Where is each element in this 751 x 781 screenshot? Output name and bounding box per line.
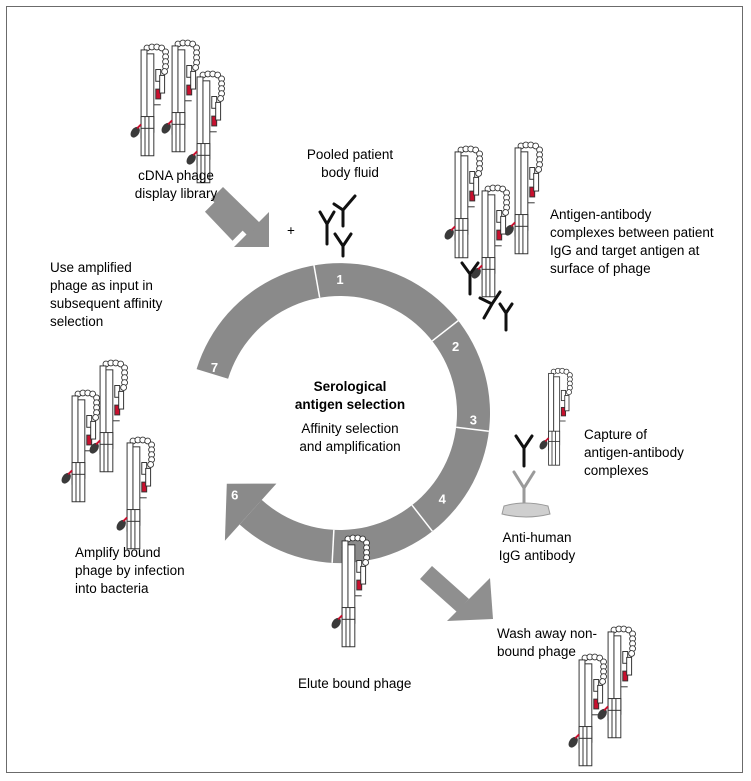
segment-number-3: 3	[470, 412, 477, 427]
phage-icon	[565, 653, 608, 767]
label-pooled: Pooled patient body fluid	[306, 147, 394, 180]
complex-phage-group	[441, 141, 544, 298]
wash-arrow-head	[447, 578, 493, 621]
label-use-amplified: Use amplified phage as input in subseque…	[50, 260, 163, 329]
phage-icon	[536, 367, 574, 467]
phage-icon	[113, 436, 156, 550]
center-title: Serological antigen selection	[294, 379, 406, 412]
label-elute: Elute bound phage	[298, 676, 412, 691]
antibody-icon	[333, 232, 353, 258]
label-wash: Wash away non- bound phage	[497, 626, 598, 659]
library-phage-group	[127, 39, 226, 184]
segment-dividers	[201, 265, 489, 563]
segment-divider	[331, 529, 335, 563]
capture-antibody-assembly	[501, 434, 551, 518]
pooled-antibodies	[318, 194, 357, 258]
segment-number-7: 7	[211, 360, 218, 375]
antibody-icon	[498, 302, 514, 332]
label-plus: +	[287, 223, 295, 238]
wash-arrow-shaft	[420, 566, 469, 612]
selection-cycle-ring: 1234567	[196, 263, 491, 564]
segment-number-4: 4	[439, 491, 447, 506]
segment-divider	[431, 320, 459, 342]
bound-antibody-icon	[514, 434, 534, 468]
label-capture: Capture of antigen-antibody complexes	[584, 427, 684, 478]
amplified-phage-group	[58, 359, 156, 550]
captured-phage	[536, 367, 574, 467]
solid-support	[501, 502, 551, 518]
label-amplify: Amplify bound phage by infection into ba…	[75, 545, 185, 596]
segment-number-2: 2	[452, 339, 459, 354]
segment-divider	[456, 426, 489, 433]
antibody-icon	[478, 290, 502, 320]
complex-antibodies	[460, 261, 514, 332]
antibody-icon	[318, 210, 336, 246]
cycle-arrowhead	[224, 483, 277, 541]
segment-number-1: 1	[336, 272, 343, 287]
antibody-icon	[460, 261, 480, 296]
center-subtitle: Affinity selection and amplification	[299, 421, 401, 454]
phage-icon	[127, 43, 170, 157]
phage-icon	[468, 184, 511, 298]
anti-human-igg-icon	[512, 470, 536, 508]
segment-divider	[313, 265, 321, 298]
phage-icon	[441, 145, 484, 259]
segment-number-6: 6	[231, 488, 238, 503]
segment-divider	[201, 458, 233, 473]
label-complexes: Antigen-antibody complexes between patie…	[550, 207, 714, 276]
antibody-icon	[332, 194, 357, 228]
segment-divider	[411, 504, 433, 532]
label-anti-human: Anti-human IgG antibody	[498, 530, 576, 563]
figure-frame	[6, 6, 743, 773]
label-library: cDNA phage display library	[134, 168, 218, 201]
input-arrow-shaft	[211, 187, 260, 236]
